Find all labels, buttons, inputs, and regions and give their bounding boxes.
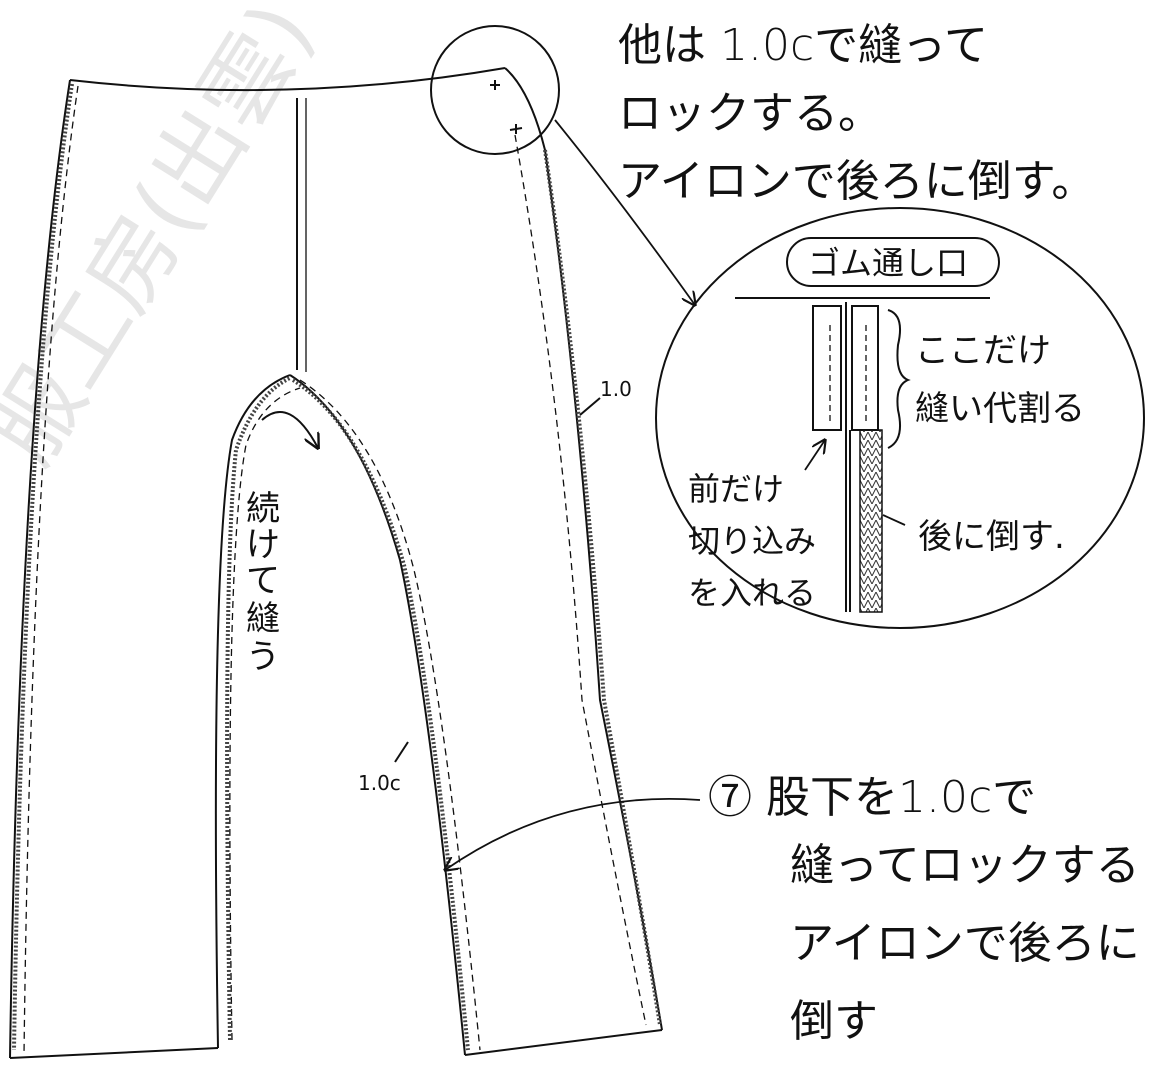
wari-label-2: 縫い代割る (915, 389, 1085, 429)
svg-text:う: う (246, 637, 280, 677)
left-hem (9, 1047, 219, 1059)
seam-allowance-marks (394, 397, 601, 763)
back-allowance (851, 305, 879, 431)
svg-text:縫ってロックする: 縫ってロックする (790, 840, 1140, 891)
right-inseam (289, 374, 466, 1056)
left-outer-seam (9, 79, 71, 1059)
detail-arrow (554, 119, 695, 305)
svg-text:ロックする。: ロックする。 (618, 88, 882, 139)
waist-ticks (490, 80, 523, 134)
svg-text:アイロンで後ろに倒す。: アイロンで後ろに倒す。 (618, 156, 1095, 207)
detail-view: ゴム通し口 ここだけ 縫い代割る 前だけ 切り込み を入れる 後に倒す. (655, 207, 1145, 629)
front-label-1: 前だけ (688, 470, 784, 508)
gomu-label-box (786, 237, 1000, 287)
right-hem (464, 1029, 663, 1056)
wari-label-1: ここだけ (915, 331, 1051, 371)
svg-text:縫: 縫 (246, 599, 280, 639)
svg-text:アイロンで後ろに: アイロンで後ろに (790, 918, 1140, 969)
waist-line (69, 67, 506, 92)
note-step7: ⑦ 股下を1.0cで 縫ってロックする アイロンで後ろに 倒す (708, 772, 1140, 1047)
svg-text:て: て (246, 561, 280, 601)
note-top-right: 他は 1.0cで縫って ロックする。 アイロンで後ろに倒す。 (618, 20, 1095, 207)
back-serge (859, 429, 883, 613)
left-inseam (214, 374, 291, 1049)
detail-callout-circle (430, 25, 560, 155)
serge-stitches (12, 83, 662, 1051)
step7-arrow (445, 797, 701, 870)
seam-right-label: 1.0 (600, 377, 632, 401)
svg-text:け: け (246, 525, 280, 565)
front-allowance (812, 305, 842, 431)
front-label-3: を入れる (688, 574, 816, 612)
svg-text:⑦ 股下を1.0cで: ⑦ 股下を1.0cで (708, 772, 1036, 823)
svg-text:倒す: 倒す (790, 996, 878, 1047)
svg-text:他は 1.0cで縫って: 他は 1.0cで縫って (618, 20, 988, 71)
svg-text:続: 続 (246, 489, 280, 529)
crotch-arrow (261, 411, 318, 448)
detail-circle (655, 207, 1145, 629)
seam-inner-label: 1.0c (358, 771, 401, 795)
front-label-2: 切り込み (688, 522, 816, 560)
back-label: 後に倒す. (918, 517, 1065, 557)
crotch-continue-label: 続 け て 縫 う (246, 489, 280, 677)
gomu-label: ゴム通し口 (808, 244, 968, 282)
